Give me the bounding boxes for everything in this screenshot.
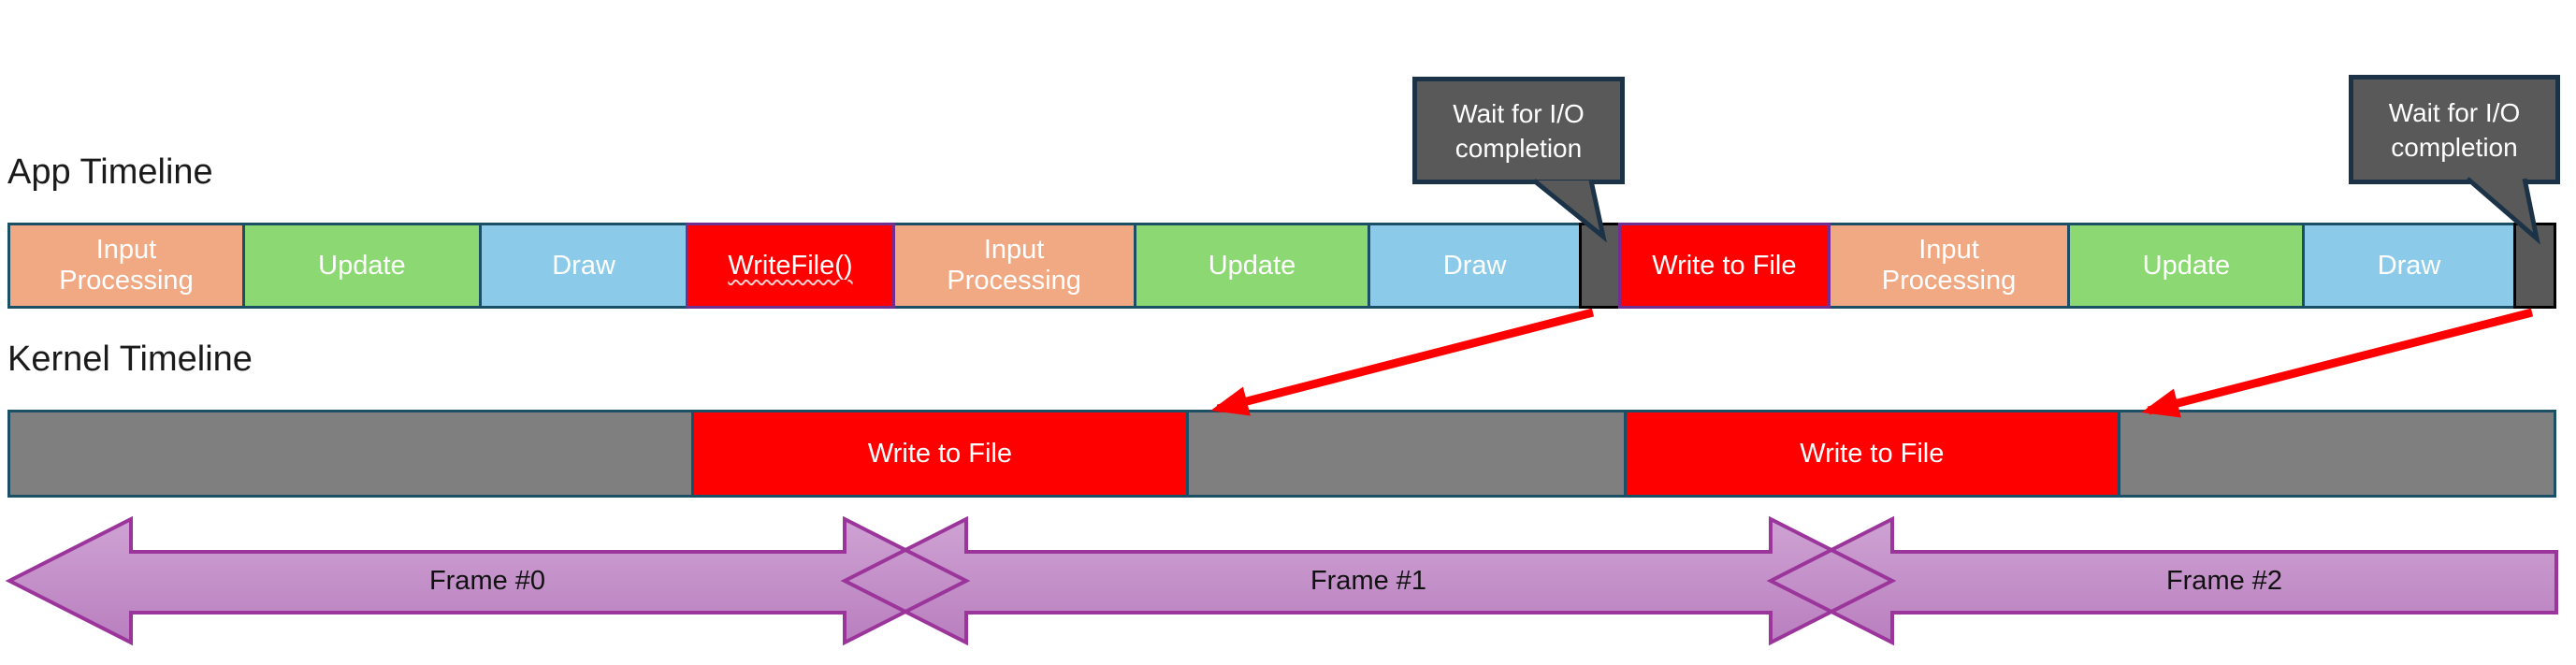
timeline-segment-kwrite: Write to File bbox=[1623, 410, 2121, 498]
timeline-segment-draw: Draw bbox=[478, 223, 689, 309]
callout-wait-io-1: Wait for I/O completion bbox=[1412, 77, 1625, 184]
kernel-idle-segment bbox=[7, 410, 695, 498]
segment-label: Write to File bbox=[1652, 250, 1797, 281]
timeline-segment-update: Update bbox=[1133, 223, 1371, 309]
app-wait-block bbox=[2512, 223, 2557, 309]
segment-label: Draw bbox=[2377, 250, 2441, 281]
segment-label: Write to File bbox=[1800, 438, 1945, 469]
timeline-segment-draw: Draw bbox=[1368, 223, 1582, 309]
segment-label: Draw bbox=[1442, 250, 1507, 281]
app-timeline-title: App Timeline bbox=[7, 152, 213, 192]
timeline-segment-draw: Draw bbox=[2302, 223, 2516, 309]
callout-wait-io-2-text: Wait for I/O completion bbox=[2388, 97, 2521, 162]
timeline-segment-write: Write to File bbox=[1618, 223, 1831, 309]
kernel-idle-segment bbox=[2118, 410, 2556, 498]
segment-label: Update bbox=[318, 250, 406, 281]
frame-2-label: Frame #2 bbox=[2165, 566, 2283, 596]
timeline-segment-input: Input Processing bbox=[1827, 223, 2071, 309]
kernel-idle-segment bbox=[1185, 410, 1627, 498]
callout-wait-io-2: Wait for I/O completion bbox=[2349, 75, 2560, 184]
io-completion-arrow-1 bbox=[1210, 308, 1595, 416]
kernel-timeline-title: Kernel Timeline bbox=[7, 340, 253, 379]
timeline-segment-update: Update bbox=[241, 223, 482, 309]
app-timeline-bar: Input Processing Update Draw WriteFile() Inp… bbox=[7, 223, 2557, 309]
timeline-segment-kwrite: Write to File bbox=[691, 410, 1189, 498]
timeline-segment-input: Input Processing bbox=[891, 223, 1136, 309]
timeline-segment-update: Update bbox=[2067, 223, 2306, 309]
segment-label: Input Processing bbox=[947, 235, 1081, 296]
app-wait-block bbox=[1578, 223, 1622, 309]
segment-label: Input Processing bbox=[59, 235, 194, 296]
kernel-timeline-bar: Write to File Write to File bbox=[7, 410, 2556, 498]
segment-label: WriteFile() bbox=[728, 250, 853, 281]
timeline-segment-input: Input Processing bbox=[7, 223, 245, 309]
segment-label: Update bbox=[1208, 250, 1296, 281]
timeline-segment-write: WriteFile() bbox=[686, 223, 895, 309]
callout-wait-io-1-text: Wait for I/O completion bbox=[1453, 98, 1585, 163]
io-completion-arrow-2 bbox=[2141, 308, 2534, 418]
segment-label: Update bbox=[2142, 250, 2231, 281]
frame-0-label: Frame #0 bbox=[428, 566, 546, 596]
frame-1-label: Frame #1 bbox=[1310, 566, 1427, 596]
segment-label: Input Processing bbox=[1881, 235, 2017, 296]
segment-label: Write to File bbox=[867, 438, 1012, 469]
segment-label: Draw bbox=[552, 250, 615, 281]
